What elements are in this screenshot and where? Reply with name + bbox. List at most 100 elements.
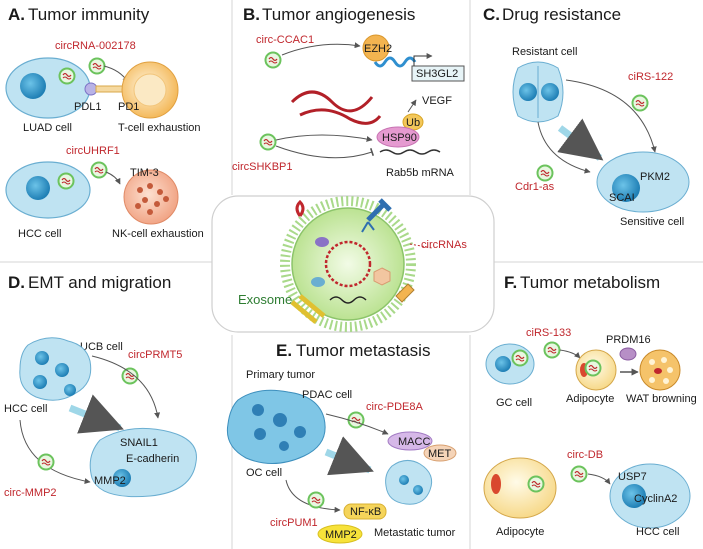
panel-f: F. Tumor metabolism ciRS-133 PRDM16 GC c… bbox=[483, 273, 697, 538]
nucleus-icon bbox=[55, 363, 69, 377]
exosome-icon bbox=[291, 207, 405, 321]
mrna-icon bbox=[290, 90, 374, 113]
met-label: MET bbox=[428, 448, 452, 460]
panel-a-title: Tumor immunity bbox=[28, 5, 150, 24]
macc-icon bbox=[387, 431, 433, 451]
adipocyte-nucleus-icon bbox=[491, 474, 501, 494]
hcc-cell-icon bbox=[609, 463, 691, 529]
circrna-002178-label: circRNA-002178 bbox=[55, 40, 136, 52]
arrow-icon bbox=[537, 121, 591, 174]
arrow-icon bbox=[559, 349, 581, 359]
adipocyte-label-2: Adipocyte bbox=[496, 526, 544, 538]
sh3gl2-label: SH3GL2 bbox=[416, 68, 458, 80]
circrna-icon bbox=[570, 465, 588, 483]
vegf-label: VEGF bbox=[422, 95, 452, 107]
panel-c: C. Drug resistance Resistant cell ciRS-1… bbox=[483, 5, 690, 228]
rna-icon bbox=[329, 296, 367, 304]
oc-cell-label: OC cell bbox=[246, 467, 282, 479]
circrna-icon bbox=[90, 161, 108, 179]
panel-d: D. EMT and migration UCB cell circPRMT5 … bbox=[4, 273, 197, 499]
primary-tumor-icon bbox=[226, 389, 326, 464]
circrna-icon bbox=[347, 411, 365, 429]
lipid-icon bbox=[373, 267, 391, 286]
hcc-cell-label-d: HCC cell bbox=[4, 403, 47, 415]
ucb-cell-label: UCB cell bbox=[80, 341, 123, 353]
macc-label: MACC bbox=[398, 436, 430, 448]
mmp2-label-d: MMP2 bbox=[94, 475, 126, 487]
nucleus-icon bbox=[294, 426, 306, 438]
nucleus-icon bbox=[612, 174, 640, 202]
cirs-122-label: ciRS-122 bbox=[628, 71, 673, 83]
t-cell-exhaustion-label: T-cell exhaustion bbox=[118, 122, 201, 134]
exosome-membrane-icon bbox=[280, 196, 416, 332]
circrna-icon bbox=[511, 349, 529, 367]
teal-arrow-icon bbox=[557, 118, 604, 161]
panel-d-title: EMT and migration bbox=[28, 273, 171, 292]
arrow-icon bbox=[19, 419, 91, 484]
panel-a-letter: A. bbox=[8, 5, 25, 24]
panel-b-title: Tumor angiogenesis bbox=[262, 5, 415, 24]
e-cadherin-label: E-cadherin bbox=[126, 453, 179, 465]
circrna-icon bbox=[536, 164, 554, 182]
circ-pde8a-label: circ-PDE8A bbox=[366, 401, 424, 413]
nucleus-icon bbox=[113, 469, 131, 487]
mmp2-icon bbox=[317, 524, 363, 544]
nfkb-icon bbox=[343, 503, 387, 520]
nucleus-icon bbox=[273, 413, 287, 427]
rab5b-mrna-label: Rab5b mRNA bbox=[386, 167, 455, 179]
nucleus-icon bbox=[541, 83, 559, 101]
metastatic-tumor-icon bbox=[385, 460, 433, 505]
center-exosome: circRNAs Exosome bbox=[211, 195, 495, 333]
met-icon bbox=[423, 444, 457, 462]
receptor-icon bbox=[295, 199, 305, 217]
receptor-icon bbox=[366, 198, 392, 222]
circrna-ring-icon bbox=[324, 240, 372, 288]
nucleus-icon bbox=[33, 375, 47, 389]
exosome-label: Exosome bbox=[238, 292, 292, 307]
protein-icon bbox=[315, 237, 329, 247]
hcc-cell-label-f: HCC cell bbox=[636, 526, 679, 538]
hsp90-label: HSP90 bbox=[382, 132, 417, 144]
prdm16-icon bbox=[619, 347, 637, 361]
panel-c-letter: C. bbox=[483, 5, 500, 24]
panel-f-letter: F. bbox=[504, 273, 517, 292]
teal-arrow-icon bbox=[68, 394, 124, 434]
cdr1-as-label: Cdr1-as bbox=[515, 181, 555, 193]
nucleus-icon bbox=[64, 384, 76, 396]
circshkbp1-label: circSHKBP1 bbox=[232, 161, 293, 173]
sh3gl2-box bbox=[411, 65, 465, 82]
hsp90-icon bbox=[376, 126, 420, 148]
circ-ccac1-label: circ-CCAC1 bbox=[256, 34, 314, 46]
ezh2-icon bbox=[362, 34, 390, 62]
arrow-icon bbox=[105, 171, 121, 185]
luad-nucleus-icon bbox=[20, 73, 46, 99]
usp7-label: USP7 bbox=[618, 471, 647, 483]
nfkb-label: NF-κB bbox=[350, 506, 381, 518]
hcc-cell-label: HCC cell bbox=[18, 228, 61, 240]
circrna-icon bbox=[58, 67, 76, 85]
snail1-label: SNAIL1 bbox=[120, 437, 158, 449]
circrna-icon bbox=[543, 341, 561, 359]
panel-d-letter: D. bbox=[8, 273, 25, 292]
arrow-icon bbox=[91, 355, 161, 419]
circ-db-label: circ-DB bbox=[567, 449, 603, 461]
circrna-icon bbox=[37, 453, 55, 471]
panel-e-letter: E. bbox=[276, 341, 292, 360]
panel-e-title: Tumor metastasis bbox=[296, 341, 430, 360]
panel-b: B. Tumor angiogenesis circ-CCAC1 EZH2 SH… bbox=[232, 5, 465, 179]
panel-a: A. Tumor immunity circRNA-002178 PDL1 PD… bbox=[5, 5, 204, 240]
luad-cell-label: LUAD cell bbox=[23, 122, 72, 134]
circrna-icon bbox=[527, 475, 545, 493]
dna-icon bbox=[373, 56, 417, 68]
inhibit-icon bbox=[275, 145, 375, 159]
nucleus-icon bbox=[254, 428, 266, 440]
circprmt5-label: circPRMT5 bbox=[128, 349, 182, 361]
cyclina2-label: CyclinA2 bbox=[634, 493, 677, 505]
primary-tumor-label: Primary tumor bbox=[246, 369, 315, 381]
mmp2-label-e: MMP2 bbox=[325, 529, 357, 541]
resistant-cell-label: Resistant cell bbox=[512, 46, 577, 58]
circuhrf1-label: circUHRF1 bbox=[66, 145, 120, 157]
nucleus-icon bbox=[399, 475, 409, 485]
pdac-cell-label: PDAC cell bbox=[302, 389, 352, 401]
